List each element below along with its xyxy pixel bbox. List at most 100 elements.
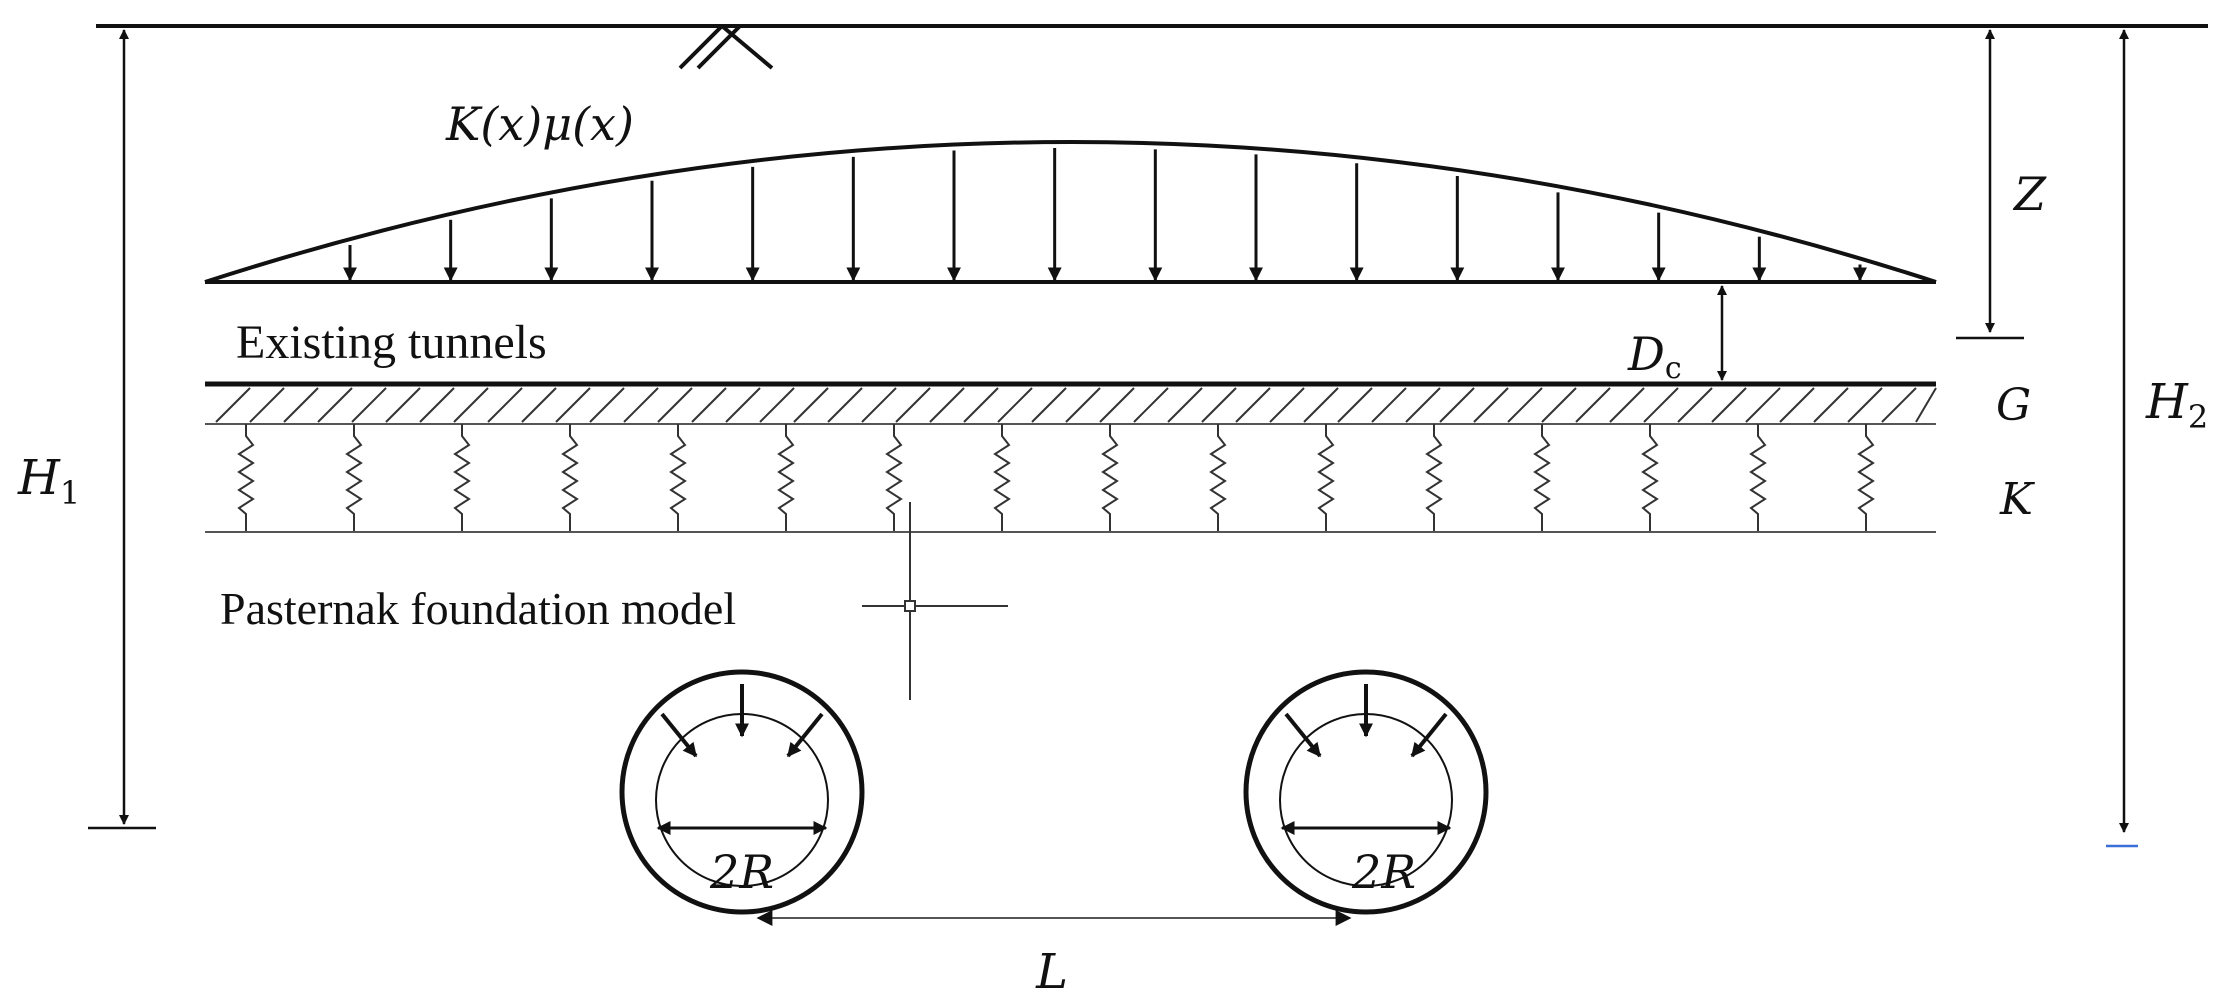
spring	[1209, 424, 1227, 532]
hatch-line	[657, 387, 693, 423]
load-arrows	[343, 148, 1867, 282]
hatch-line	[691, 387, 727, 423]
tunnel-right-pressure-arrow	[1284, 712, 1322, 758]
hatch-line	[793, 387, 829, 423]
spring	[1641, 424, 1659, 532]
hatch-line	[1677, 387, 1713, 423]
hatch-line	[589, 387, 625, 423]
hatch-line	[1371, 387, 1407, 423]
hatch-line	[895, 387, 931, 423]
spring	[1533, 424, 1551, 532]
hatch-line	[623, 387, 659, 423]
hatch-line	[1847, 387, 1883, 423]
hatch-line	[1303, 387, 1339, 423]
tunnel-right-pressure-arrow	[1410, 712, 1448, 758]
hatch-line	[555, 387, 591, 423]
hatch-line	[249, 387, 285, 423]
tunnel-left-outer-ring	[619, 669, 865, 915]
spacing-label: L	[1035, 944, 1068, 1000]
h1-label: H1	[17, 450, 80, 512]
foundation-model-label: Pasternak foundation model	[220, 583, 736, 634]
spring	[453, 424, 471, 532]
hatch-line	[521, 387, 557, 423]
hatch-line	[1507, 387, 1543, 423]
dc-label: Dc	[1627, 327, 1682, 386]
hatch-line	[1167, 387, 1203, 423]
spring	[345, 424, 363, 532]
spring	[1317, 424, 1335, 532]
load-distribution-curve	[204, 140, 1937, 284]
diameter-label-left: 2R	[709, 845, 774, 899]
hatch-line	[1065, 387, 1101, 423]
hatch-line	[861, 387, 897, 423]
spring	[1857, 424, 1875, 532]
hatch-line	[1575, 387, 1611, 423]
hatch-line	[1337, 387, 1373, 423]
dc-label-main: D	[1627, 327, 1665, 381]
hatch-line	[1201, 387, 1237, 423]
hatch-line	[1473, 387, 1509, 423]
spring	[993, 424, 1011, 532]
h2-label-sub: 2	[2188, 398, 2208, 436]
hatch-line	[453, 387, 489, 423]
hatch-line	[1609, 387, 1645, 423]
h2-label: H2	[2145, 374, 2208, 436]
hatch-line	[997, 387, 1033, 423]
spring	[1749, 424, 1767, 532]
hatch-line	[1881, 387, 1917, 423]
ground-symbol	[678, 24, 774, 70]
hatch-line	[1711, 387, 1747, 423]
z-label: Z	[2012, 167, 2047, 221]
hatch-line	[1813, 387, 1849, 423]
hatch-line	[929, 387, 965, 423]
spring	[1101, 424, 1119, 532]
hatch-line	[1405, 387, 1441, 423]
new-tunnel-left	[619, 669, 865, 915]
tunnel-left-pressure-arrow	[786, 712, 824, 758]
foundation-model-leader	[862, 502, 1008, 700]
hatch-line	[759, 387, 795, 423]
hatch-line	[1133, 387, 1169, 423]
hatch-line	[1915, 387, 1937, 423]
spring	[777, 424, 795, 532]
hatch-line	[1099, 387, 1135, 423]
hatch-line	[487, 387, 523, 423]
h1-label-main: H	[17, 450, 61, 506]
load-label: K(x)μ(x)	[445, 97, 634, 151]
hatch-line	[317, 387, 353, 423]
hatch-line	[1541, 387, 1577, 423]
hatch-line	[1439, 387, 1475, 423]
hatch-line	[1031, 387, 1067, 423]
g-label: G	[1996, 380, 2031, 431]
tunnel-right-outer-ring	[1243, 669, 1489, 915]
dc-label-sub: c	[1665, 351, 1682, 386]
new-tunnel-right	[1243, 669, 1489, 915]
hatch-line	[1779, 387, 1815, 423]
spring	[1425, 424, 1443, 532]
hatch-line	[1269, 387, 1305, 423]
spring	[237, 424, 255, 532]
hatch-line	[827, 387, 863, 423]
spring-layer	[237, 424, 1875, 532]
shear-layer-hatching	[215, 387, 1937, 423]
hatch-line	[283, 387, 319, 423]
hatch-line	[351, 387, 387, 423]
hatch-line	[1643, 387, 1679, 423]
hatch-line	[1745, 387, 1781, 423]
tunnel-left-pressure-arrow	[660, 712, 698, 758]
hatch-line	[1235, 387, 1271, 423]
h1-label-sub: 1	[60, 474, 80, 512]
diameter-label-right: 2R	[1351, 845, 1416, 899]
hatch-line	[385, 387, 421, 423]
spring	[669, 424, 687, 532]
k-label: K	[1999, 474, 2035, 525]
spring	[561, 424, 579, 532]
hatch-line	[725, 387, 761, 423]
hatch-line	[419, 387, 455, 423]
hatch-line	[963, 387, 999, 423]
hatch-line	[215, 387, 251, 423]
existing-tunnels-label: Existing tunnels	[236, 316, 547, 369]
h2-label-main: H	[2145, 374, 2189, 430]
spring	[885, 424, 903, 532]
